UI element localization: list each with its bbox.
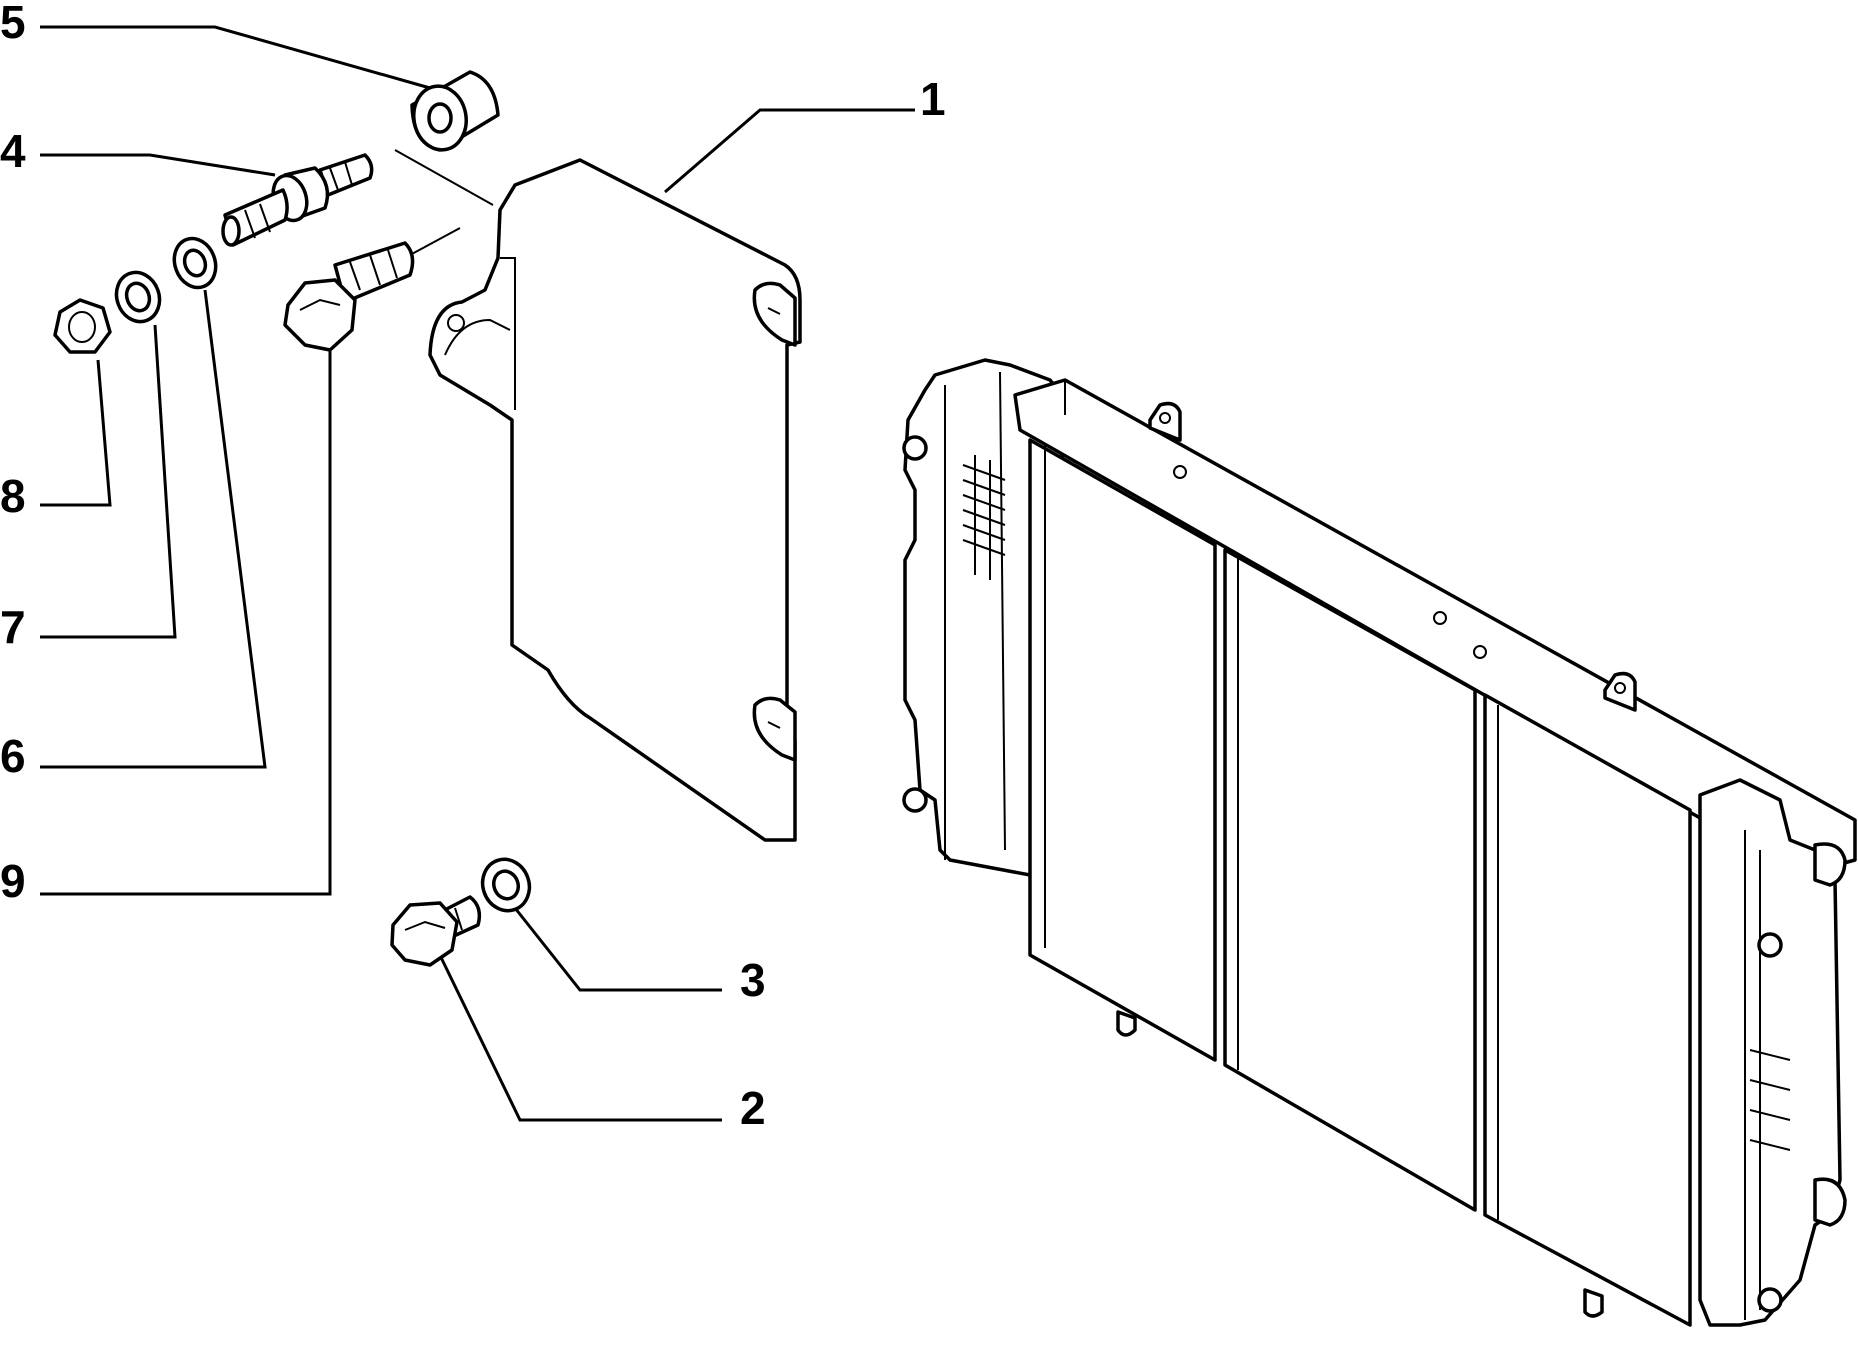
callout-7: 7	[0, 601, 26, 653]
callout-9: 9	[0, 855, 26, 907]
leader-9	[40, 345, 332, 896]
assembly-line-upper	[394, 149, 494, 206]
callout-4: 4	[0, 125, 26, 177]
leader-lines	[40, 25, 915, 1122]
stud-part-4	[221, 153, 374, 247]
callout-5: 5	[0, 0, 26, 48]
callout-2: 2	[740, 1082, 766, 1134]
bolt-part-9	[283, 241, 415, 352]
assembly-line-lower	[409, 227, 461, 256]
callout-3: 3	[740, 954, 766, 1006]
leader-3	[513, 907, 722, 992]
washer-part-6	[172, 236, 218, 290]
leader-6	[40, 289, 267, 769]
hex-nut-part-8	[53, 298, 112, 354]
leader-5	[40, 25, 431, 90]
leader-2	[433, 944, 722, 1122]
spring-washer-part-7	[114, 270, 162, 324]
shroud-panel-part-1	[428, 158, 802, 842]
callout-1: 1	[920, 73, 946, 125]
leader-8	[40, 359, 112, 507]
leader-1	[664, 108, 915, 194]
callout-8: 8	[0, 470, 26, 522]
bolt-part-2	[390, 895, 482, 967]
callout-6: 6	[0, 730, 26, 782]
leader-7	[40, 324, 177, 639]
leader-4	[40, 153, 276, 177]
washer-part-3	[480, 857, 532, 913]
spacer-bush-part-5	[410, 70, 500, 152]
radiator	[902, 358, 1857, 1327]
